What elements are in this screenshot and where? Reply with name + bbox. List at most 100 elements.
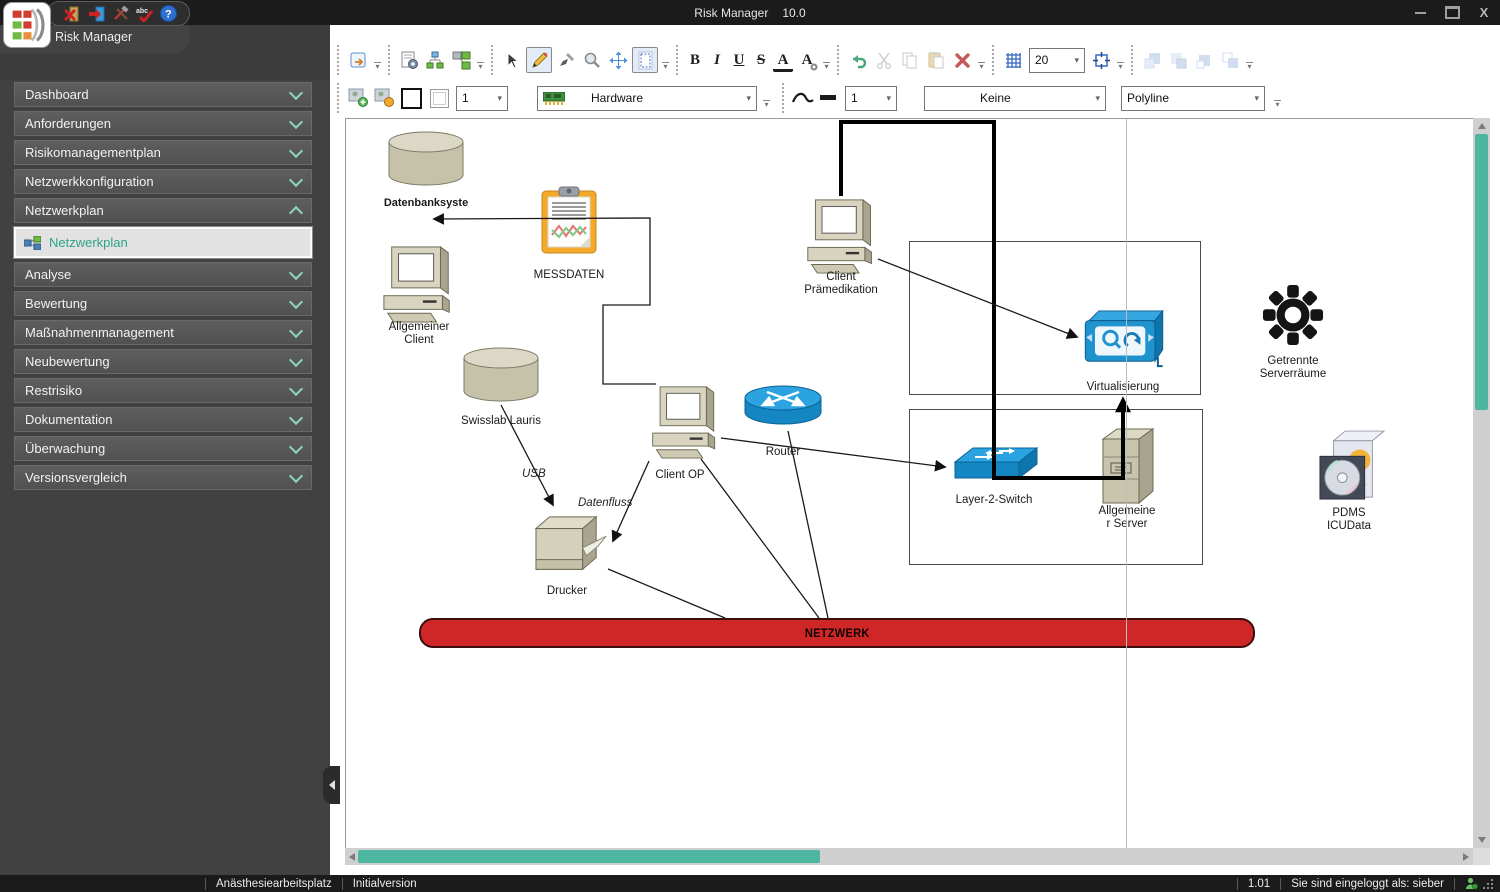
network-bus-shape[interactable]: NETZWERK — [419, 618, 1255, 648]
fill-color-swatch[interactable] — [430, 88, 449, 108]
scroll-down-arrow-icon[interactable] — [1477, 837, 1486, 843]
close-button[interactable]: X — [1479, 5, 1489, 20]
send-backward-icon[interactable] — [1218, 48, 1242, 72]
underline-button[interactable]: U — [733, 51, 745, 68]
routing-combobox[interactable]: Polyline ▾ — [1121, 85, 1265, 111]
stencil-combobox[interactable]: Hardware ▾ — [537, 85, 757, 111]
edge-label-usb: USB — [522, 468, 546, 480]
group-box-serverroom[interactable] — [909, 409, 1203, 565]
logout-door-icon[interactable] — [86, 4, 107, 23]
line-style-combobox[interactable]: Keine ▾ — [924, 85, 1106, 111]
overview-window-icon[interactable] — [346, 48, 370, 72]
snap-to-grid-icon[interactable] — [1089, 48, 1113, 72]
font-color-button[interactable]: A — [773, 51, 793, 72]
sidebar-item-dokumentation[interactable]: Dokumentation — [14, 407, 312, 432]
horizontal-scroll-thumb[interactable] — [358, 850, 820, 863]
chevron-down-icon: ▾ — [497, 92, 502, 103]
curve-style-icon[interactable] — [791, 86, 815, 110]
status-bar: Anästhesiearbeitsplatz Initialversion 1.… — [0, 875, 1500, 892]
toolbar-row-2: 1▾ Hardware ▾ ▾ 1▾ Keine ▾ Polyline ▾ ▾ — [332, 82, 1283, 114]
bold-button[interactable]: B — [689, 51, 700, 68]
page-bounds-icon[interactable] — [632, 47, 658, 73]
page-boundary-line — [1126, 119, 1127, 849]
chevron-down-icon — [288, 114, 304, 129]
exit-icon[interactable] — [62, 4, 83, 23]
strikethrough-button[interactable]: S — [756, 51, 766, 68]
org-chart-icon[interactable] — [423, 48, 447, 72]
sidebar-item-analyse[interactable]: Analyse — [14, 262, 312, 287]
scroll-right-arrow-icon[interactable] — [1463, 852, 1469, 861]
add-shape-icon[interactable] — [346, 86, 370, 110]
spellcheck-icon[interactable]: abc — [134, 4, 155, 23]
sidebar-item-massnahmenmanagement[interactable]: Maßnahmenmanagement — [14, 320, 312, 345]
sidebar-item-neubewertung[interactable]: Neubewertung — [14, 349, 312, 374]
network-diagram-icon[interactable] — [449, 48, 473, 72]
group-expander-icon[interactable]: ▾ — [662, 61, 669, 71]
pan-tool-icon[interactable] — [606, 48, 630, 72]
hardware-icon — [543, 91, 565, 105]
grid-size-combobox[interactable]: 20▾ — [1029, 47, 1085, 73]
chevron-down-icon — [288, 352, 304, 367]
app-tab-label: Risk Manager — [55, 30, 133, 44]
sidebar-item-bewertung[interactable]: Bewertung — [14, 291, 312, 316]
line-weight-icon[interactable] — [817, 86, 841, 110]
sidebar-item-netzwerkkonfiguration[interactable]: Netzwerkkonfiguration — [14, 169, 312, 194]
paste-icon[interactable] — [924, 48, 948, 72]
vertical-scroll-thumb[interactable] — [1475, 134, 1488, 410]
send-to-back-icon[interactable] — [1166, 48, 1190, 72]
scroll-up-arrow-icon[interactable] — [1477, 123, 1486, 129]
sidebar-collapse-button[interactable] — [323, 766, 340, 804]
line-weight-combobox[interactable]: 1▾ — [845, 85, 897, 111]
scroll-left-arrow-icon[interactable] — [349, 852, 355, 861]
status-version-number: 1.01 — [1247, 877, 1271, 890]
undo-icon[interactable] — [846, 48, 870, 72]
minimize-button[interactable] — [1412, 6, 1428, 20]
pencil-tool-icon[interactable] — [526, 47, 552, 73]
group-expander-icon[interactable]: ▾ — [823, 61, 830, 71]
help-icon[interactable]: ? — [158, 4, 179, 23]
copy-icon[interactable] — [898, 48, 922, 72]
chevron-down-icon — [288, 172, 304, 187]
diagram-canvas[interactable]: Datenbanksyste MESSDATEN Allgemeiner Cli… — [345, 118, 1475, 850]
cut-icon[interactable] — [872, 48, 896, 72]
group-expander-icon[interactable]: ▾ — [477, 61, 484, 71]
group-expander-icon[interactable]: ▾ — [978, 61, 985, 71]
maximize-button[interactable] — [1444, 6, 1460, 20]
logged-in-user-icon[interactable] — [1465, 877, 1478, 890]
select-cursor-icon[interactable] — [500, 48, 524, 72]
chevron-down-icon — [288, 323, 304, 338]
chevron-down-icon — [288, 294, 304, 309]
sidebar-item-risikomanagementplan[interactable]: Risikomanagementplan — [14, 140, 312, 165]
app-logo-icon[interactable] — [3, 2, 51, 48]
group-expander-icon[interactable]: ▾ — [763, 99, 770, 109]
zoom-tool-icon[interactable] — [580, 48, 604, 72]
report-settings-icon[interactable] — [397, 48, 421, 72]
bring-forward-icon[interactable] — [1192, 48, 1216, 72]
font-settings-button[interactable]: A — [795, 48, 819, 72]
resize-grip-icon[interactable] — [1482, 878, 1494, 890]
sidebar-item-dashboard[interactable]: Dashboard — [14, 82, 312, 107]
add-container-icon[interactable] — [372, 86, 396, 110]
sidebar-item-restrisiko[interactable]: Restrisiko — [14, 378, 312, 403]
border-color-swatch[interactable] — [401, 87, 422, 109]
brush-tool-icon[interactable] — [554, 48, 578, 72]
sidebar-item-versionsvergleich[interactable]: Versionsvergleich — [14, 465, 312, 490]
group-expander-icon[interactable]: ▾ — [1246, 61, 1253, 71]
sidebar-item-netzwerkplan[interactable]: Netzwerkplan — [14, 198, 312, 223]
shape-count-combobox[interactable]: 1▾ — [456, 85, 508, 111]
delete-icon[interactable] — [950, 48, 974, 72]
group-expander-icon[interactable]: ▾ — [1274, 99, 1281, 109]
group-expander-icon[interactable]: ▾ — [374, 61, 381, 71]
bring-to-front-icon[interactable] — [1140, 48, 1164, 72]
vertical-scrollbar[interactable] — [1473, 118, 1490, 848]
sidebar-item-ueberwachung[interactable]: Überwachung — [14, 436, 312, 461]
grid-toggle-icon[interactable] — [1001, 48, 1025, 72]
horizontal-scrollbar[interactable] — [345, 848, 1473, 865]
chevron-down-icon — [288, 410, 304, 425]
italic-button[interactable]: I — [714, 51, 720, 68]
group-expander-icon[interactable]: ▾ — [1117, 61, 1124, 71]
sidebar-subitem-netzwerkplan-active[interactable]: Netzwerkplan — [13, 226, 313, 259]
sidebar-item-anforderungen[interactable]: Anforderungen — [14, 111, 312, 136]
chevron-down-icon — [288, 439, 304, 454]
tools-icon[interactable] — [110, 4, 131, 23]
